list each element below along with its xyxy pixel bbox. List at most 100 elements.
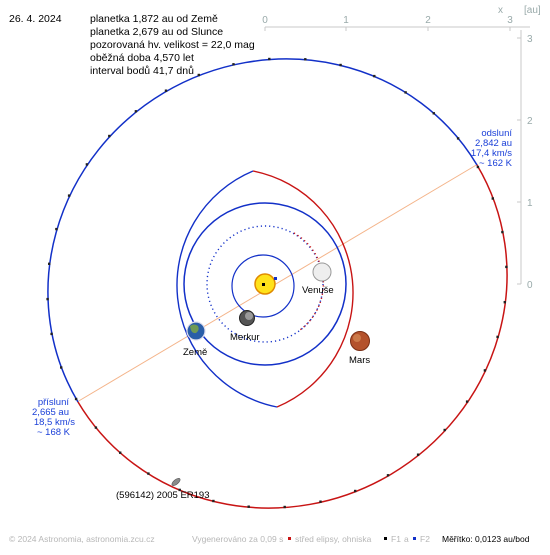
orbit-point [386, 474, 390, 477]
legend-center-text: střed elipsy, ohniska [295, 534, 372, 544]
venus-label: Venuše [302, 285, 334, 296]
mercury-label: Merkur [230, 332, 260, 343]
orbit-point [247, 505, 250, 508]
asteroid-orbit-red [77, 164, 508, 509]
orbit-point [94, 426, 98, 429]
orbit-point [74, 397, 78, 401]
orbit-point [354, 489, 357, 493]
orbit-point [491, 197, 494, 200]
x-axis-label: x [498, 5, 503, 16]
center-legend-marker [288, 537, 291, 540]
f1-legend-marker [384, 537, 387, 540]
x-tick-0: 0 [262, 15, 268, 26]
mars-orbit-blue [176, 170, 278, 408]
orbit-point [476, 165, 480, 169]
orbit-point [319, 500, 322, 503]
orbit-point [304, 58, 307, 61]
scale-text: Měřítko: 0,0123 au/bod [442, 534, 530, 544]
orbit-point [48, 262, 51, 265]
venus-orbit [206, 225, 324, 343]
orbit-point [483, 369, 487, 372]
legend-a-text: a [404, 534, 409, 544]
perihelion-speed: 18,5 km/s [34, 417, 75, 428]
date-label: 26. 4. 2024 [9, 13, 62, 25]
generated-time: Vygenerováno za 0,09 s [192, 534, 283, 544]
orbit-point [456, 137, 460, 140]
orbit-point [232, 63, 235, 66]
orbit-point [503, 301, 506, 304]
info-line-5: interval bodů 41,7 dnů [90, 65, 194, 77]
mars-shade [353, 334, 361, 342]
x-tick-1: 1 [343, 15, 349, 26]
asteroid-position-points [46, 57, 508, 509]
orbit-point [147, 472, 150, 475]
orbit-point [373, 74, 376, 78]
perihelion-title: přísluní [38, 397, 70, 408]
perihelion-distance: 2,665 au [32, 407, 69, 418]
y-tick-2: 2 [527, 116, 533, 127]
info-line-1: planetka 1,872 au od Země [90, 13, 218, 25]
mercury-highlight [245, 312, 253, 320]
apsides-line [76, 163, 479, 403]
info-line-2: planetka 2,679 au od Slunce [90, 26, 223, 38]
earth-label: Země [183, 347, 207, 358]
orbit-point [339, 63, 342, 67]
aphelion-distance: 2,842 au [475, 138, 512, 149]
legend-f1-text: F1 [391, 534, 401, 544]
asteroid-icon [171, 478, 181, 486]
asteroid-label: (596142) 2005 ER193 [116, 490, 210, 501]
orbit-point [212, 499, 215, 503]
orbit-point [283, 505, 286, 509]
orbit-point [404, 91, 407, 94]
orbit-point [432, 112, 435, 115]
orbit-point [496, 335, 499, 339]
orbit-point [465, 400, 469, 403]
orbit-point [50, 332, 53, 336]
copyright-text: © 2024 Astronomia, astronomia.zcu.cz [9, 534, 155, 544]
info-line-4: oběžná doba 4,570 let [90, 52, 194, 64]
earth-orbit [183, 202, 347, 366]
mars-orbit-red [252, 170, 354, 408]
y-tick-1: 1 [527, 198, 533, 209]
mars-label: Mars [349, 355, 370, 366]
asteroid-orbit-blue [47, 58, 478, 403]
orbit-point [268, 57, 271, 61]
orbit-point [501, 230, 504, 234]
x-axis [264, 26, 530, 31]
venus-planet [312, 262, 332, 282]
orbit-point [164, 89, 168, 92]
orbit-point [119, 451, 122, 454]
y-tick-3: 3 [527, 34, 533, 45]
orbit-point [46, 297, 49, 301]
legend-f2-text: F2 [420, 534, 430, 544]
orbit-point [108, 134, 111, 138]
perihelion-temp: ~ 168 K [37, 427, 71, 438]
aphelion-speed: 17,4 km/s [471, 148, 512, 159]
orbit-focus-marker [262, 283, 265, 286]
orbit-center-marker [274, 277, 277, 280]
f2-legend-marker [413, 537, 416, 540]
y-axis [517, 30, 522, 285]
orbit-point [85, 163, 89, 166]
orbit-point [134, 110, 138, 113]
aphelion-temp: ~ 162 K [479, 158, 513, 169]
venus-orbit-red [293, 232, 325, 331]
info-line-3: pozorovaná hv. velikost = 22,0 mag [90, 39, 255, 51]
orbit-point [67, 194, 71, 197]
x-tick-2: 2 [425, 15, 431, 26]
earth-land [190, 324, 199, 334]
orbit-point [55, 227, 58, 231]
orbit-point [178, 488, 181, 492]
orbit-point [443, 428, 446, 432]
aphelion-title: odsluní [481, 128, 512, 139]
x-tick-3: 3 [507, 15, 513, 26]
mercury-orbit [231, 254, 295, 318]
orbit-point [505, 265, 508, 269]
orbit-point [416, 453, 420, 456]
mars-planet [350, 331, 370, 351]
unit-label: [au] [524, 5, 541, 16]
orbit-point [60, 366, 63, 369]
orbit-point [197, 73, 200, 77]
